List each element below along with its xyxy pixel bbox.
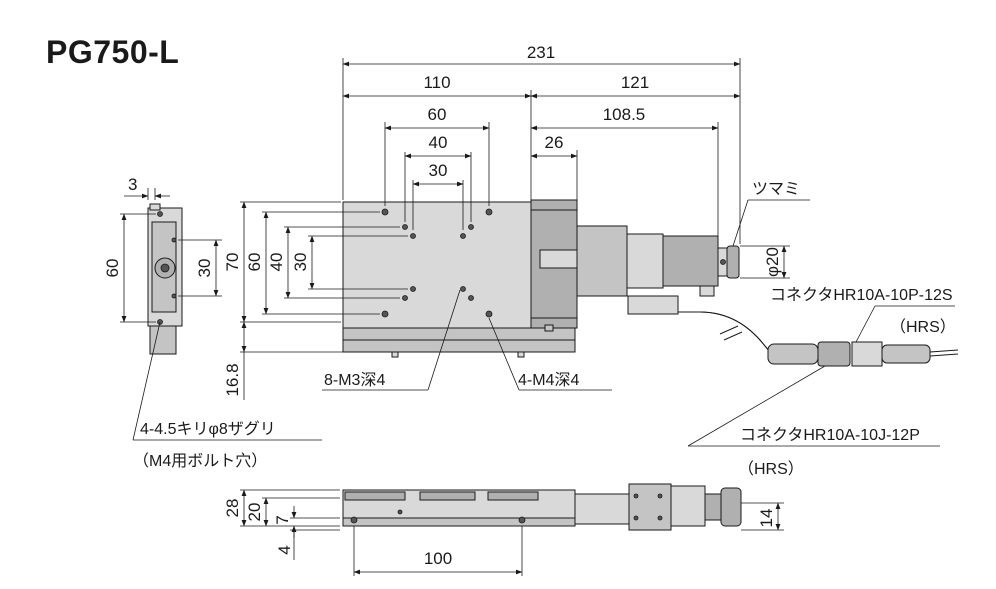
dim-108-5: 108.5 — [603, 105, 646, 124]
dim-top-70: 70 — [223, 253, 242, 272]
motor-body — [576, 225, 628, 297]
label-connector-bottom: コネクタHR10A-10J-12P — [740, 426, 920, 444]
dim-front-14: 14 — [757, 509, 776, 528]
side-view: 3 60 30 4-4.5キリφ8ザグリ （M4用ボルト穴） — [103, 175, 322, 470]
front-view: 28 20 7 4 100 14 — [223, 483, 784, 576]
mount-hole — [381, 208, 389, 216]
dim-front-100: 100 — [424, 549, 452, 568]
label-connector-top: コネクタHR10A-10P-12S — [770, 286, 953, 304]
dim-side-3: 3 — [128, 175, 137, 194]
dim-side-60: 60 — [103, 259, 122, 278]
dim-knob-dia: φ20 — [763, 247, 782, 277]
dim-16-8: 16.8 — [223, 363, 242, 396]
dim-121: 121 — [621, 73, 649, 92]
dim-26: 26 — [545, 133, 564, 152]
knob — [726, 245, 740, 279]
dim-60: 60 — [428, 105, 447, 124]
dim-side-30: 30 — [195, 259, 214, 278]
dim-top-30: 30 — [291, 253, 310, 272]
dim-30: 30 — [429, 161, 448, 180]
dim-top-60: 60 — [245, 253, 264, 272]
label-m3: 8-M3深4 — [324, 371, 385, 389]
connector-receptacle — [851, 341, 883, 367]
dim-front-4: 4 — [275, 545, 294, 554]
mount-hole — [468, 295, 474, 301]
label-connector-top-maker: （HRS） — [890, 318, 956, 336]
dim-110: 110 — [423, 73, 450, 92]
dim-front-7: 7 — [273, 515, 292, 524]
stage-table — [342, 201, 532, 329]
mount-hole — [381, 310, 389, 318]
mount-hole — [402, 224, 408, 230]
label-connector-bottom-maker: （HRS） — [738, 460, 804, 478]
label-bolt-hole: 4-4.5キリφ8ザグリ — [140, 420, 276, 438]
mount-hole — [485, 310, 493, 318]
mount-hole — [468, 224, 474, 230]
top-view: 231 110 121 60 108.5 40 26 30 70 60 40 3… — [223, 43, 959, 478]
mount-hole — [485, 208, 493, 216]
model-title: PG750-L — [46, 34, 180, 70]
label-knob: ツマミ — [752, 181, 800, 198]
dim-top-40: 40 — [267, 253, 286, 272]
connector-plug — [767, 343, 819, 365]
dim-front-20: 20 — [245, 503, 264, 522]
mount-hole — [402, 295, 408, 301]
dim-40: 40 — [429, 133, 448, 152]
dim-231: 231 — [527, 43, 555, 62]
dim-front-28: 28 — [223, 499, 242, 518]
label-m4: 4-M4深4 — [518, 371, 579, 389]
label-bolt-note: （M4用ボルト穴） — [133, 452, 267, 470]
cable — [630, 311, 771, 353]
